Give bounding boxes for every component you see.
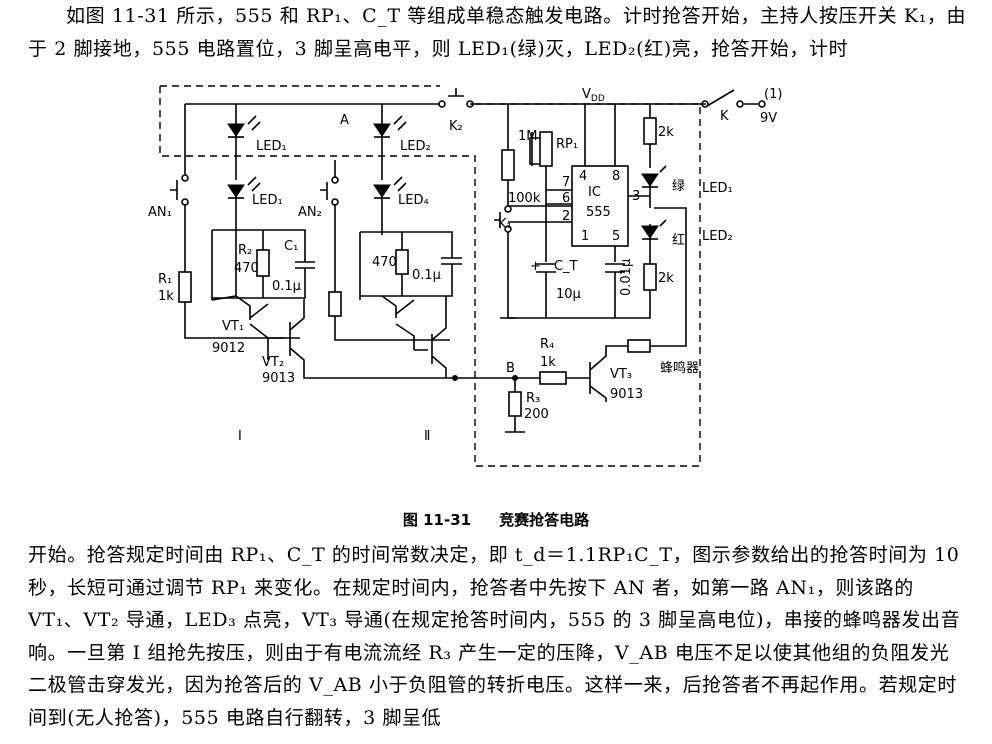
an1-switch xyxy=(170,180,178,200)
label-node-b: B xyxy=(506,361,515,376)
led2-top-symbol xyxy=(373,123,391,137)
label-ic-num: 555 xyxy=(586,205,611,220)
label-r-group2: 470 xyxy=(372,255,397,270)
label-supply-mark: (1) xyxy=(764,87,782,102)
label-an1: AN₁ xyxy=(148,205,172,220)
label-rp1-max: 1M xyxy=(518,129,538,144)
label-vdd: VDD xyxy=(582,87,605,104)
k1-switch xyxy=(494,212,501,228)
label-ic: IC xyxy=(588,185,601,200)
label-r-top: 2k xyxy=(658,125,674,140)
label-led2-right: LED₂ xyxy=(702,229,733,244)
label-group2: Ⅱ xyxy=(424,429,430,444)
caption-number: 图 11-31 xyxy=(402,511,472,529)
label-r100k: 100k xyxy=(508,191,541,206)
label-vt1-type: 9012 xyxy=(212,341,245,356)
label-k2: K₂ xyxy=(449,119,463,134)
caption-title: 竞赛抢答电路 xyxy=(499,511,590,529)
r-group2-resistor xyxy=(328,291,342,317)
label-ct-plus: + xyxy=(530,259,541,274)
label-an2: AN₂ xyxy=(298,205,322,220)
label-r4-val: 1k xyxy=(540,355,556,370)
label-led4: LED₄ xyxy=(398,193,429,208)
label-k1: K₁ xyxy=(498,217,512,232)
led4-symbol xyxy=(373,184,391,198)
label-pin2: 2 xyxy=(562,209,570,224)
r3-resistor xyxy=(508,391,522,417)
label-c5-val: 0.01μ xyxy=(619,259,634,296)
vt3-transistor xyxy=(589,345,628,402)
r470-group2-resistor xyxy=(395,249,409,275)
led1-top-symbol xyxy=(227,123,245,137)
label-vt2: VT₂ xyxy=(262,355,284,370)
led-green-symbol xyxy=(641,173,659,187)
label-rp1: RP₁ xyxy=(556,137,578,152)
c1-capacitor xyxy=(212,261,315,299)
label-group1: I xyxy=(238,429,242,444)
boundary-box xyxy=(159,86,701,467)
r2-resistor xyxy=(256,249,270,277)
an2-switch xyxy=(320,182,328,200)
label-r-bot: 2k xyxy=(658,271,674,286)
k-switch xyxy=(706,89,758,107)
label-led1-mid: LED₁ xyxy=(252,193,283,208)
label-r2: R₂ xyxy=(238,243,252,258)
label-led1-top: LED₁ xyxy=(256,139,287,154)
paragraph-intro: 如图 11-31 所示，555 和 RP₁、C_T 等组成单稳态触发电路。计时抢… xyxy=(28,5,967,60)
label-pin8: 8 xyxy=(612,169,620,184)
label-r2-val: 470 xyxy=(234,261,259,276)
label-green: 绿 xyxy=(672,179,685,194)
label-red: 红 xyxy=(672,232,685,248)
label-c-group2: 0.1μ xyxy=(412,268,441,283)
rp1-pot xyxy=(529,132,540,166)
vt2-transistor xyxy=(268,299,455,379)
label-vt1: VT₁ xyxy=(222,319,244,334)
label-r3: R₃ xyxy=(526,391,540,406)
label-r1-val: 1k xyxy=(158,289,174,304)
c-group2-capacitor xyxy=(360,257,462,297)
paragraph-body: 开始。抢答规定时间由 RP₁、C_T 的时间常数决定，即 t_d＝1.1RP₁C… xyxy=(28,544,961,729)
label-led1-right: LED₁ xyxy=(702,181,733,196)
r1-resistor xyxy=(178,271,192,303)
label-vt2-type: 9013 xyxy=(262,371,295,386)
figure-caption: 图 11-31 竞赛抢答电路 xyxy=(0,509,992,530)
label-pin5: 5 xyxy=(612,229,620,244)
label-r4: R₄ xyxy=(540,337,554,352)
led-red-symbol xyxy=(641,225,659,239)
r4-resistor xyxy=(539,371,567,385)
label-pin3: 3 xyxy=(632,189,640,204)
label-supply: 9V xyxy=(760,111,777,126)
r100k-resistor xyxy=(501,149,515,181)
label-ct-val: 10μ xyxy=(556,287,581,302)
label-vt3: VT₃ xyxy=(610,367,632,382)
label-buzzer: 蜂鸣器 xyxy=(660,360,699,376)
label-c1: C₁ xyxy=(284,239,298,254)
label-node-a: A xyxy=(340,113,349,128)
label-r3-val: 200 xyxy=(524,407,549,422)
k2-switch xyxy=(448,88,464,97)
label-pin1: 1 xyxy=(581,229,589,244)
label-led2-top: LED₂ xyxy=(400,139,431,154)
r2k-bottom-resistor xyxy=(643,263,657,291)
label-pin7: 7 xyxy=(562,175,570,190)
r2k-top-resistor xyxy=(643,117,657,145)
label-pin4: 4 xyxy=(579,169,587,184)
label-k: K xyxy=(720,109,729,124)
label-vt3-type: 9013 xyxy=(610,387,643,402)
label-r1: R₁ xyxy=(158,272,172,287)
label-ct: C_T xyxy=(554,259,578,274)
led1-mid-symbol xyxy=(227,184,245,198)
label-pin6: 6 xyxy=(562,191,570,206)
buzzer-symbol xyxy=(627,339,651,353)
label-c1-val: 0.1μ xyxy=(272,279,301,294)
